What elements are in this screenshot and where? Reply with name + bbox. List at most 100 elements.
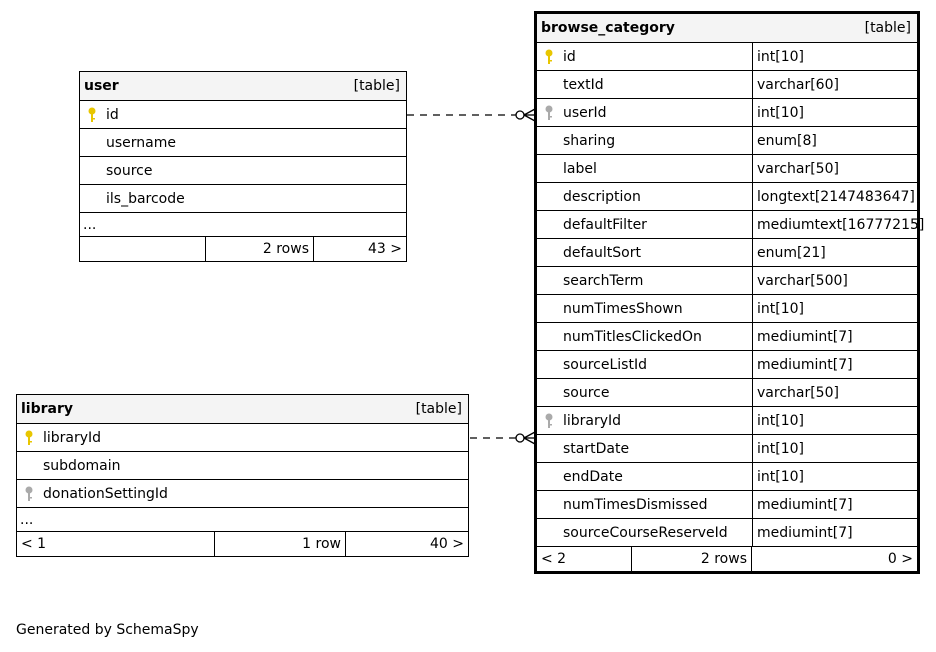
column-type: int[10]	[752, 435, 917, 462]
table-row[interactable]: defaultFilter mediumtext[16777215]	[537, 211, 924, 239]
footer-parents[interactable]: < 1	[17, 532, 215, 556]
library-table[interactable]: library [table] libraryId subdomain dona…	[16, 394, 469, 557]
column-name: defaultSort	[563, 244, 641, 261]
column-type: mediumint[7]	[752, 323, 917, 350]
table-row[interactable]: searchTerm varchar[500]	[537, 267, 917, 295]
column-type: longtext[2147483647]	[752, 183, 917, 210]
table-row[interactable]: numTimesDismissed mediumint[7]	[537, 491, 917, 519]
table-footer: < 1 1 row 40 >	[17, 532, 468, 556]
table-footer: 2 rows 43 >	[80, 237, 406, 261]
column-type: int[10]	[752, 295, 917, 322]
footer-children[interactable]: 43 >	[368, 241, 402, 257]
column-type: mediumint[7]	[752, 491, 917, 518]
column-name: searchTerm	[563, 272, 644, 289]
primary-key-icon	[88, 107, 96, 122]
column-type: enum[21]	[752, 239, 917, 266]
column-type: mediumtext[16777215]	[752, 211, 924, 238]
table-row[interactable]: defaultSort enum[21]	[537, 239, 917, 267]
table-row[interactable]: libraryId	[17, 424, 468, 452]
column-type: mediumint[7]	[752, 519, 917, 546]
column-type: int[10]	[752, 99, 917, 126]
column-name: libraryId	[563, 412, 622, 429]
table-kind: [table]	[353, 78, 400, 94]
table-name: user	[84, 78, 119, 94]
column-name: startDate	[563, 440, 630, 457]
column-name: defaultFilter	[563, 216, 647, 233]
primary-key-icon	[545, 49, 553, 64]
foreign-key-icon	[25, 486, 33, 501]
table-row[interactable]: id int[10]	[537, 43, 917, 71]
table-row[interactable]: subdomain	[17, 452, 468, 480]
column-name: numTitlesClickedOn	[563, 328, 702, 345]
column-name: donationSettingId	[43, 485, 168, 502]
generated-by-text: Generated by SchemaSpy	[16, 622, 199, 638]
user-link-crow-bottom	[523, 114, 536, 122]
footer-parents[interactable]: < 2	[537, 547, 632, 571]
column-name: numTimesDismissed	[563, 496, 708, 513]
table-row[interactable]: userId int[10]	[537, 99, 917, 127]
table-row[interactable]: startDate int[10]	[537, 435, 917, 463]
table-row[interactable]: textId varchar[60]	[537, 71, 917, 99]
primary-key-icon	[25, 430, 33, 445]
table-row[interactable]: libraryId int[10]	[537, 407, 917, 435]
column-name: textId	[563, 76, 604, 93]
column-type: int[10]	[752, 407, 917, 434]
table-row[interactable]: donationSettingId	[17, 480, 468, 508]
table-kind: [table]	[415, 401, 462, 417]
user-table[interactable]: user [table] id username source ils_barc…	[79, 71, 407, 262]
column-name: endDate	[563, 468, 623, 485]
table-row[interactable]: source	[80, 157, 406, 185]
table-row[interactable]: username	[80, 129, 406, 157]
more-columns[interactable]: ...	[80, 213, 406, 237]
column-type: varchar[50]	[752, 155, 917, 182]
table-kind: [table]	[864, 20, 911, 36]
column-name: userId	[563, 104, 607, 121]
column-type: varchar[60]	[752, 71, 917, 98]
table-row[interactable]: description longtext[2147483647]	[537, 183, 917, 211]
table-name: library	[21, 401, 74, 417]
table-footer: < 2 2 rows 0 >	[537, 547, 917, 571]
column-type: enum[8]	[752, 127, 917, 154]
column-type: varchar[50]	[752, 379, 917, 406]
column-type: mediumint[7]	[752, 351, 917, 378]
footer-parents[interactable]	[80, 237, 206, 261]
footer-children[interactable]: 0 >	[887, 551, 913, 567]
footer-row-count: 2 rows	[206, 237, 314, 261]
column-name: id	[106, 106, 119, 123]
library-link-crow-top	[523, 431, 536, 439]
foreign-key-icon	[545, 413, 553, 428]
column-name: sourceCourseReserveId	[563, 524, 728, 541]
column-name: description	[563, 188, 641, 205]
table-row[interactable]: id	[80, 101, 406, 129]
footer-row-count: 1 row	[215, 532, 346, 556]
column-type: int[10]	[752, 43, 917, 70]
foreign-key-icon	[545, 105, 553, 120]
column-name: username	[106, 134, 176, 151]
table-name: browse_category	[541, 20, 675, 36]
table-row[interactable]: sourceCourseReserveId mediumint[7]	[537, 519, 917, 547]
column-name: sharing	[563, 132, 616, 149]
user-table-header[interactable]: user [table]	[80, 72, 406, 101]
table-row[interactable]: sharing enum[8]	[537, 127, 917, 155]
column-name: id	[563, 48, 576, 65]
user-link-crow-top	[523, 108, 536, 116]
column-name: libraryId	[43, 429, 102, 446]
table-row[interactable]: label varchar[50]	[537, 155, 917, 183]
column-type: varchar[500]	[752, 267, 917, 294]
column-name: label	[563, 160, 597, 177]
table-row[interactable]: numTitlesClickedOn mediumint[7]	[537, 323, 917, 351]
footer-children[interactable]: 40 >	[430, 536, 464, 552]
more-columns[interactable]: ...	[17, 508, 468, 532]
browse-category-table-header[interactable]: browse_category [table]	[537, 14, 917, 43]
column-name: ils_barcode	[106, 190, 185, 207]
library-table-header[interactable]: library [table]	[17, 395, 468, 424]
footer-row-count: 2 rows	[632, 547, 752, 571]
browse-category-table[interactable]: browse_category [table] id int[10] textId v…	[534, 11, 924, 574]
table-row[interactable]: ils_barcode	[80, 185, 406, 213]
